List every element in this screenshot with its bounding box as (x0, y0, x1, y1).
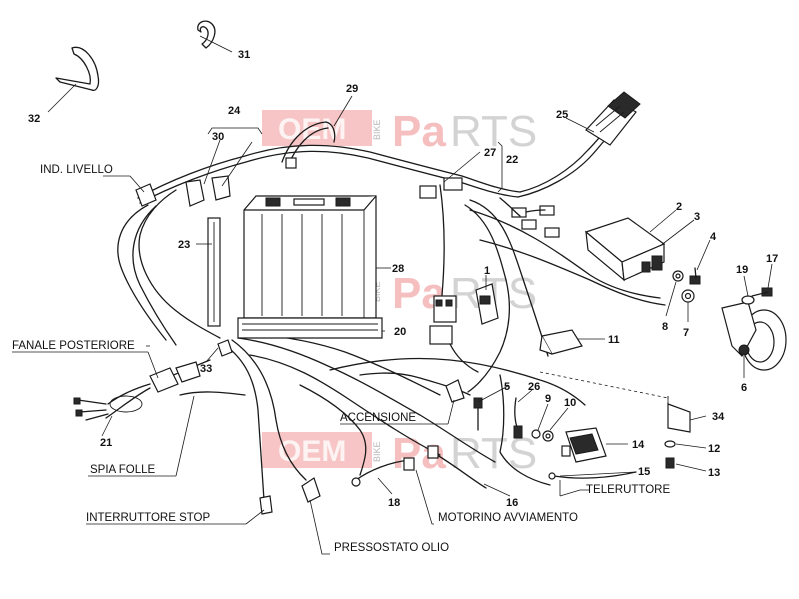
bracket-11 (539, 329, 583, 355)
bolt-17 (751, 287, 773, 297)
battery-tray-20 (237, 317, 383, 339)
starter-relay-14 (561, 427, 607, 463)
callout-33: 33 (200, 363, 212, 375)
battery-28 (243, 195, 377, 319)
callout-1: 1 (484, 265, 490, 277)
cable-16 (403, 445, 487, 489)
stop-switch (259, 495, 273, 515)
label-interruttore-stop: INTERRUTTORE STOP (86, 512, 210, 524)
label-fanale-posteriore: FANALE POSTERIORE (12, 340, 135, 352)
connector-block (429, 295, 479, 373)
clamp-24 (211, 175, 231, 201)
callout-4: 4 (710, 231, 717, 243)
callout-15: 15 (638, 466, 650, 478)
callout-18: 18 (388, 497, 400, 509)
callout-29: 29 (346, 83, 358, 95)
callout-7: 7 (683, 327, 689, 339)
component-labels: IND. LIVELLO FANALE POSTERIORE ACCENSION… (12, 164, 670, 554)
horn-6 (721, 301, 787, 371)
callout-10: 10 (564, 397, 576, 409)
washer-9 (531, 429, 541, 439)
part-numbers: 31 32 29 24 30 25 27 22 23 28 20 1 2 3 4… (28, 49, 778, 509)
callout-21: 21 (100, 437, 112, 449)
svg-text:BIKE: BIKE (372, 281, 382, 302)
label-pressostato-olio: PRESSOSTATO OLIO (334, 542, 449, 554)
callout-32: 32 (28, 113, 40, 125)
label-ind-livello: IND. LIVELLO (40, 164, 113, 176)
washer-8 (672, 270, 684, 282)
rear-light-connector (149, 361, 201, 393)
callout-14: 14 (632, 439, 645, 451)
clip-32 (55, 46, 100, 92)
svg-text:Pa: Pa (392, 107, 446, 156)
nut-10 (542, 430, 554, 442)
level-sensor-connector (135, 183, 157, 207)
watermark-bottom: OEM BIKE Pa RTS (262, 429, 537, 478)
cable-15 (548, 471, 637, 480)
svg-text:RTS: RTS (450, 107, 537, 156)
bracket-34 (667, 396, 691, 433)
callout-27: 27 (484, 147, 496, 159)
svg-text:BIKE: BIKE (372, 119, 382, 140)
callout-8: 8 (662, 321, 668, 333)
ignition-module-2 (584, 217, 666, 282)
label-teleruttore: TELERUTTORE (586, 484, 670, 496)
washer-19 (741, 295, 755, 305)
callout-28: 28 (392, 263, 404, 275)
relay-1 (475, 283, 499, 325)
callout-9: 9 (545, 393, 551, 405)
callout-16: 16 (506, 497, 518, 509)
callout-24: 24 (228, 105, 241, 117)
clip-31 (197, 20, 216, 49)
callout-25: 25 (556, 109, 568, 121)
label-motorino-avviamento: MOTORINO AVVIAMENTO (438, 512, 578, 524)
callout-2: 2 (676, 201, 682, 213)
callout-20: 20 (394, 326, 406, 338)
reference-lines (539, 371, 669, 404)
callout-17: 17 (766, 253, 778, 265)
svg-text:OEM: OEM (278, 435, 346, 468)
callout-22: 22 (506, 154, 518, 166)
label-accensione: ACCENSIONE (340, 412, 416, 424)
terminal-5 (473, 397, 483, 431)
clamp-30 (185, 179, 205, 207)
callout-23: 23 (178, 239, 190, 251)
connector-29 (281, 121, 336, 169)
svg-text:OEM: OEM (278, 113, 346, 146)
callout-34: 34 (712, 411, 725, 423)
nut-7 (681, 289, 695, 303)
callout-3: 3 (694, 211, 700, 223)
callout-6: 6 (741, 382, 747, 394)
label-spia-folle: SPIA FOLLE (90, 464, 156, 476)
callout-19: 19 (736, 264, 748, 276)
connector-25 (585, 91, 641, 146)
callout-11: 11 (608, 334, 620, 346)
bolt-13 (665, 457, 675, 469)
callout-13: 13 (708, 467, 720, 479)
bolt-4 (689, 267, 701, 285)
ignition-connector (445, 379, 465, 403)
callout-12: 12 (708, 443, 720, 455)
callout-30: 30 (212, 131, 224, 143)
cable-26 (513, 397, 523, 439)
watermark-top: OEM BIKE Pa RTS (262, 107, 537, 156)
washer-12 (664, 440, 676, 448)
callout-31: 31 (238, 49, 250, 61)
svg-text:RTS: RTS (450, 429, 537, 478)
oil-pressure-switch (301, 477, 321, 503)
terminal-33 (217, 339, 233, 357)
branch-connectors-27 (419, 177, 560, 238)
callout-5: 5 (504, 381, 510, 393)
strap-23 (207, 217, 221, 327)
leader-lines (12, 35, 773, 555)
callout-26: 26 (528, 381, 540, 393)
bundle-21 (73, 383, 151, 421)
svg-text:BIKE: BIKE (372, 441, 382, 462)
